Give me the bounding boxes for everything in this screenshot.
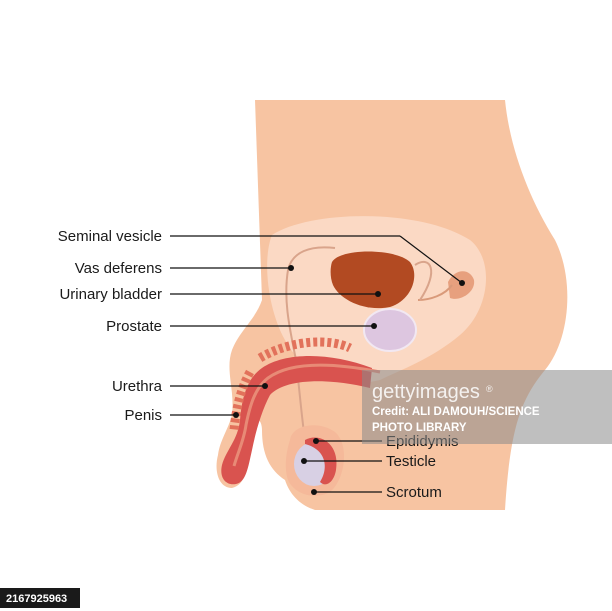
vas-deferens-tube xyxy=(285,246,336,441)
label-prostate: Prostate xyxy=(106,318,162,335)
watermark-brand: gettyimages xyxy=(372,381,480,403)
label-vas-deferens: Vas deferens xyxy=(75,260,162,277)
label-urinary-bladder: Urinary bladder xyxy=(59,286,162,303)
watermark-credit-line2: PHOTO LIBRARY xyxy=(372,422,467,434)
stock-id: 2167925963 xyxy=(6,593,67,605)
watermark-credit-line1: Credit: ALI DAMOUH/SCIENCE xyxy=(372,406,540,418)
watermark-registered: ® xyxy=(486,384,493,394)
prostate-gland xyxy=(363,308,417,352)
label-seminal-vesicle: Seminal vesicle xyxy=(58,228,162,245)
epididymis-body xyxy=(305,437,337,485)
urethra-tube xyxy=(232,363,381,467)
watermark: gettyimages ® Credit: ALI DAMOUH/SCIENCE… xyxy=(362,370,612,444)
corpus-spongiosum xyxy=(257,337,353,362)
label-penis: Penis xyxy=(124,407,162,424)
stock-id-bar xyxy=(0,588,80,608)
watermark-band xyxy=(362,370,612,444)
leader-lines xyxy=(170,235,465,495)
label-scrotum: Scrotum xyxy=(386,484,442,501)
label-testicle: Testicle xyxy=(386,453,436,470)
label-urethra: Urethra xyxy=(112,378,163,395)
